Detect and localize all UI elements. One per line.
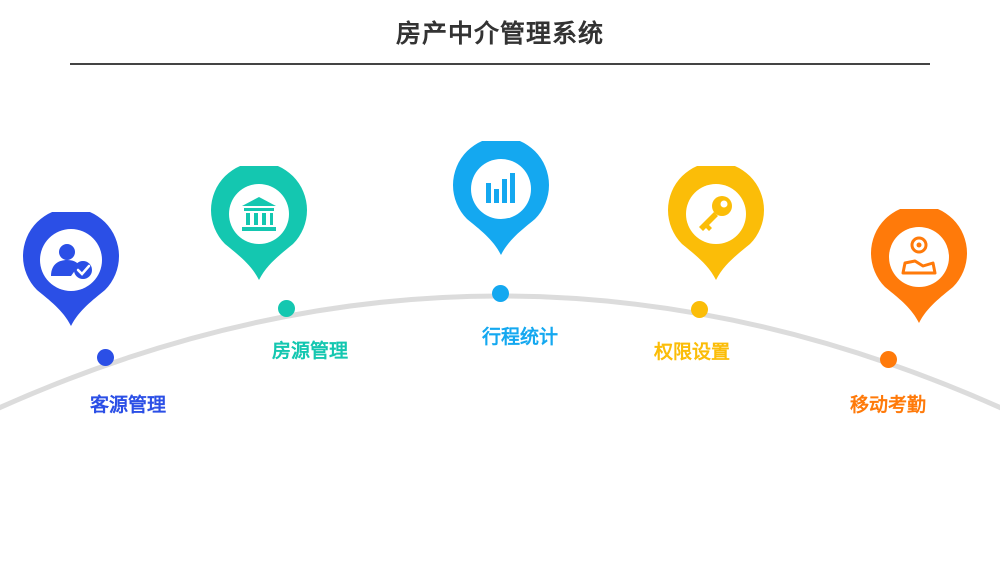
- pin-marker-customer[interactable]: [21, 212, 121, 326]
- user-icon: [51, 244, 92, 279]
- node-dot-customer: [97, 349, 114, 366]
- page-title: 房产中介管理系统: [395, 19, 604, 48]
- node-dot-permission: [691, 301, 708, 318]
- node-label-permission[interactable]: 权限设置: [653, 341, 730, 363]
- pin-marker-permission[interactable]: [666, 166, 766, 280]
- node-dot-property: [278, 300, 295, 317]
- bank-building-icon: [242, 197, 276, 231]
- location-map-icon: [901, 236, 937, 275]
- pin-marker-trip-stats[interactable]: [451, 141, 551, 255]
- node-label-property[interactable]: 房源管理: [271, 340, 348, 362]
- node-label-trip-stats[interactable]: 行程统计: [481, 326, 558, 348]
- pin-marker-property[interactable]: [209, 166, 309, 280]
- node-label-attendance[interactable]: 移动考勤: [849, 394, 926, 416]
- node-label-customer[interactable]: 客源管理: [89, 394, 166, 416]
- bar-chart-icon: [486, 173, 515, 203]
- title-divider: [70, 63, 930, 65]
- node-dot-trip-stats: [492, 285, 509, 302]
- node-dot-attendance: [880, 351, 897, 368]
- pin-marker-attendance[interactable]: [869, 209, 969, 323]
